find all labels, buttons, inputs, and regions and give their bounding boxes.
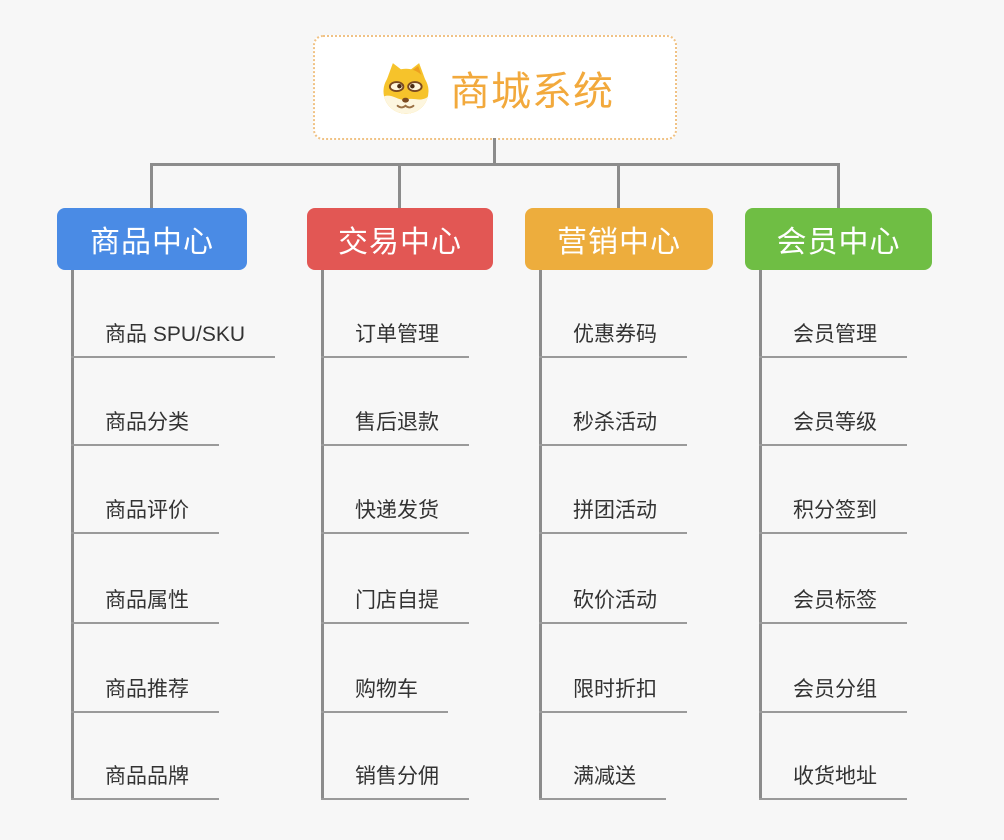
tree-node[interactable]: 快递发货: [321, 498, 469, 534]
tree-node[interactable]: 商品评价: [71, 498, 219, 534]
tree-node[interactable]: 限时折扣: [539, 677, 687, 713]
connector-drop: [398, 164, 401, 208]
tree-node[interactable]: 会员标签: [759, 588, 907, 624]
tree-node[interactable]: 秒杀活动: [539, 410, 687, 446]
root-title: 商城系统: [450, 69, 614, 114]
tree-node[interactable]: 商品 SPU/SKU: [71, 322, 276, 358]
tree-node[interactable]: 拼团活动: [539, 498, 687, 534]
connector-horizontal-bus: [150, 163, 840, 166]
tree-node[interactable]: 砍价活动: [539, 588, 687, 624]
branch-node-member[interactable]: 会员中心: [745, 208, 932, 270]
tree-node[interactable]: 优惠券码: [539, 322, 687, 358]
branch-node-trade[interactable]: 交易中心: [307, 208, 493, 270]
branch-node-product[interactable]: 商品中心: [57, 208, 247, 270]
doge-icon: [383, 63, 429, 114]
tree-node[interactable]: 售后退款: [321, 410, 469, 446]
tree-node[interactable]: 会员等级: [759, 410, 907, 446]
tree-node[interactable]: 销售分佣: [321, 764, 469, 800]
connector-drop: [836, 164, 840, 208]
tree-node[interactable]: 积分签到: [759, 498, 907, 534]
connector-spine: [759, 270, 762, 800]
tree-node[interactable]: 商品品牌: [71, 764, 219, 800]
tree-node[interactable]: 购物车: [321, 677, 448, 713]
tree-node[interactable]: 满减送: [539, 764, 666, 800]
tree-node[interactable]: 会员管理: [759, 322, 907, 358]
connector-spine: [539, 270, 542, 800]
connector-root-stem: [493, 138, 496, 165]
tree-node[interactable]: 门店自提: [321, 588, 469, 624]
connector-spine: [71, 270, 74, 800]
tree-node[interactable]: 会员分组: [759, 677, 907, 713]
tree-node[interactable]: 商品分类: [71, 410, 219, 446]
root-node[interactable]: 商城系统: [313, 35, 677, 140]
tree-node[interactable]: 商品属性: [71, 588, 219, 624]
connector-drop: [150, 164, 153, 208]
tree-node[interactable]: 收货地址: [759, 764, 907, 800]
tree-node[interactable]: 订单管理: [321, 322, 469, 358]
branch-node-marketing[interactable]: 营销中心: [525, 208, 713, 270]
connector-drop: [617, 164, 620, 208]
tree-node[interactable]: 商品推荐: [71, 677, 219, 713]
connector-spine: [321, 270, 324, 800]
